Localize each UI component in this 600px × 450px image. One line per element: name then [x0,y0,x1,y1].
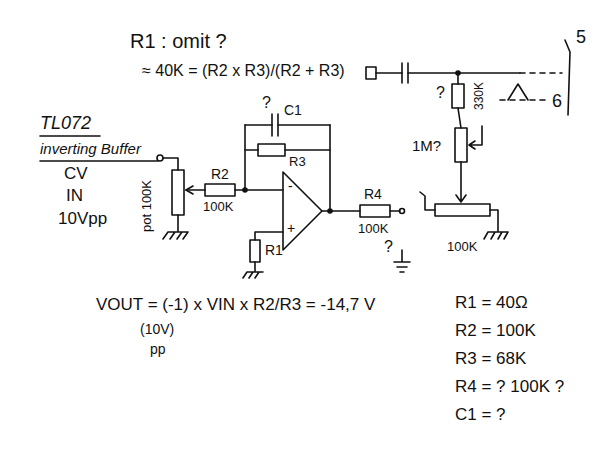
part-name: C1 [284,103,302,118]
formula: VOUT = (-1) x VIN x R2/R3 = -14,7 V [96,296,375,315]
capacitor-symbol [402,63,408,83]
formula-note: ≈ 40K = (R2 x R3)/(R2 + R3) [142,62,345,80]
variable-resistor-symbol [455,128,467,162]
wire [245,124,330,126]
ground-symbol [484,210,508,239]
wiper-arrow [456,162,466,202]
underline [40,160,158,162]
opamp-symbol [283,172,322,250]
potentiometer-symbol [172,170,184,215]
question-mark: ? [436,84,445,102]
value-list-item: C1 = ? [455,406,506,425]
wire [255,232,283,240]
lug-number: 5 [576,28,586,48]
part-name: R3 [289,155,306,169]
wiper-arrow [186,186,193,194]
jack-symbol [366,67,376,79]
value-list-item: R4 = ? 100K ? [455,378,564,397]
ground-symbol [394,250,410,272]
resistor-symbol [360,205,390,217]
value-list-item: R1 = 40Ω [455,294,528,313]
resistor-symbol [452,84,464,108]
part-value: 100K [447,240,477,254]
value-list-item: R3 = 68K [455,350,526,369]
wiper-arrow [469,126,482,149]
wire [244,125,246,190]
input-jack [157,155,163,161]
question-mark: ? [262,94,271,112]
circuit-title: inverting Buffer [40,141,141,158]
dashed-wire [520,72,562,74]
underline [40,135,100,137]
ground-symbol [243,262,263,278]
capacitor-symbol [272,114,278,136]
ic-name: TL072 [40,114,91,134]
lug-number: 6 [552,92,562,112]
question-mark: ? [384,238,393,256]
pin-sign: - [288,179,293,194]
lug-line [565,40,570,115]
note: R1 : omit ? [130,30,227,52]
resistor-symbol [250,240,260,262]
signal-name: IN [66,187,83,206]
formula-note: pp [150,342,166,357]
switch-mark [508,84,528,100]
signal-level: 10Vpp [58,210,107,229]
resistor-symbol [258,144,285,156]
potentiometer-symbol [435,204,490,216]
part-name: R1 [265,243,283,258]
dashed-wire [500,99,545,101]
wire [329,125,331,211]
signal-name: CV [64,165,88,184]
wire [376,72,520,74]
wire [458,73,461,128]
part-value: 100K [203,200,233,214]
part-name: R2 [211,167,229,182]
resistor-symbol [205,184,235,196]
wire [163,158,178,170]
part-name: R4 [364,187,382,202]
ground-symbol [163,215,188,239]
part-value: 330K [473,82,486,110]
part-value: 1M? [412,138,441,155]
wire [420,192,435,210]
wire [322,210,400,212]
pin-sign: + [287,221,295,236]
formula-note: (10V) [140,322,174,337]
value-list-item: R2 = 100K [455,322,536,341]
part-value: pot 100K [140,180,154,232]
part-value: 100K [358,222,388,236]
terminal [400,209,405,214]
